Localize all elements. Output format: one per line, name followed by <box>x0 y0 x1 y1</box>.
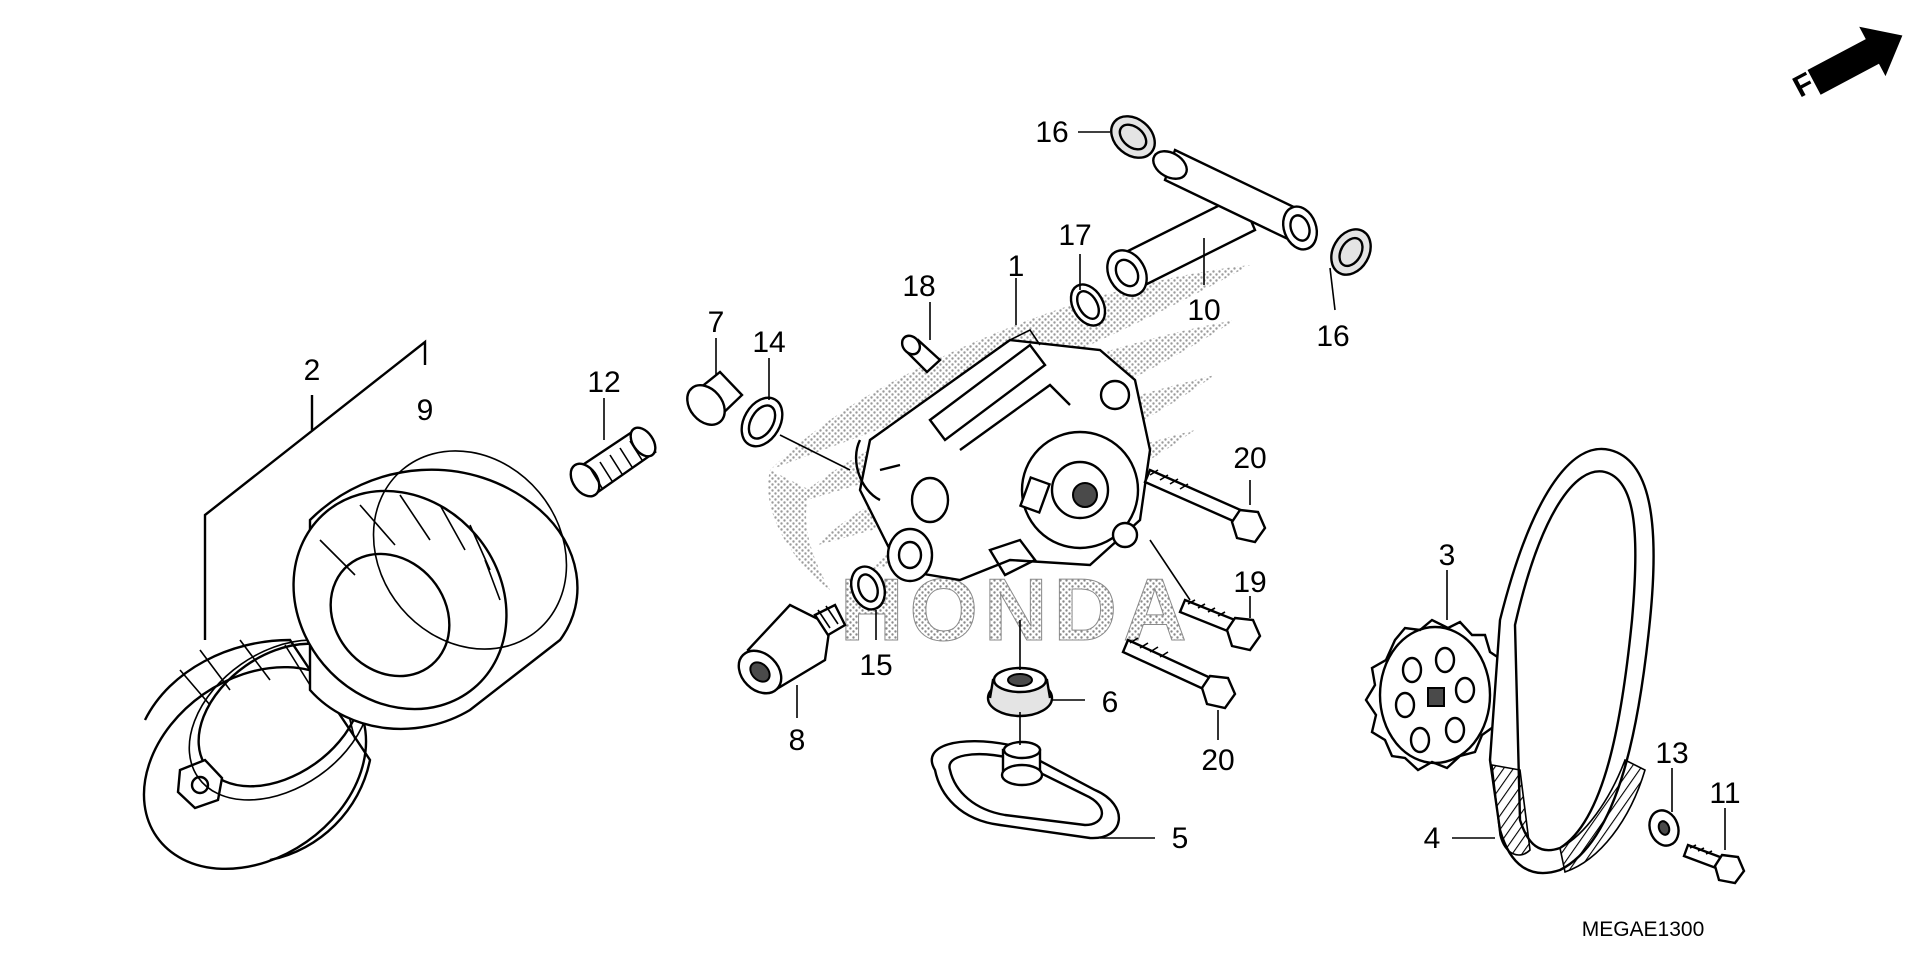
label-part-2: 2 <box>304 354 321 387</box>
oil-strainer-part-5 <box>930 739 1121 840</box>
label-part-10: 10 <box>1187 294 1220 327</box>
bolt-part-19 <box>1178 598 1262 652</box>
bolt-part-20-lower <box>1121 637 1237 710</box>
stud-bolt-part-12 <box>569 426 657 498</box>
oil-pressure-switch-part-8 <box>737 603 847 695</box>
label-part-8: 8 <box>789 724 806 757</box>
label-part-11: 11 <box>1709 777 1740 810</box>
label-part-14: 14 <box>752 326 785 359</box>
dowel-pin-part-18 <box>900 334 942 374</box>
front-direction-arrow: FR. <box>1788 26 1903 104</box>
seal-ring-part-16-a <box>1110 115 1156 159</box>
label-part-6: 6 <box>1102 686 1119 719</box>
o-ring-part-15 <box>849 565 887 611</box>
oil-pump-part-1 <box>854 328 1152 583</box>
oil-filter-part-2 <box>142 638 372 871</box>
seal-ring-part-16-b <box>1330 228 1372 276</box>
label-part-13: 13 <box>1655 737 1688 770</box>
label-part-12: 12 <box>587 366 620 399</box>
washer-part-13 <box>1648 809 1680 847</box>
label-part-19: 19 <box>1233 566 1266 599</box>
leader-lines-bolts <box>1019 539 1191 745</box>
drive-chain-part-4 <box>1488 447 1655 875</box>
leader-line-2-9 <box>203 339 427 640</box>
label-part-4: 4 <box>1424 822 1441 855</box>
label-part-18: 18 <box>902 270 935 303</box>
collar-part-7 <box>686 370 744 426</box>
oil-filter-part-9 <box>292 450 579 731</box>
label-part-17: 17 <box>1058 219 1091 252</box>
bolt-part-11 <box>1682 843 1746 885</box>
label-part-16-a: 16 <box>1035 116 1068 149</box>
leader-line-14-pump <box>779 434 851 471</box>
o-ring-part-17 <box>1069 283 1107 327</box>
bolt-part-20-upper <box>1143 468 1267 544</box>
seal-collar-part-6 <box>986 666 1054 718</box>
label-part-20-a: 20 <box>1233 442 1266 475</box>
label-part-7: 7 <box>708 306 725 339</box>
label-part-5: 5 <box>1172 822 1189 855</box>
o-ring-part-14 <box>740 396 784 448</box>
label-part-9: 9 <box>417 394 434 427</box>
label-part-15: 15 <box>859 649 892 682</box>
label-part-16-b: 16 <box>1316 320 1349 353</box>
label-part-3: 3 <box>1439 539 1456 572</box>
sprocket-part-3 <box>1364 618 1507 772</box>
diagram-code: MEGAE1300 <box>1582 918 1705 941</box>
oil-pipe-part-10 <box>1106 148 1319 297</box>
label-part-1: 1 <box>1008 250 1025 283</box>
label-part-20-b: 20 <box>1201 744 1234 777</box>
label-leader-lines <box>603 131 1726 850</box>
